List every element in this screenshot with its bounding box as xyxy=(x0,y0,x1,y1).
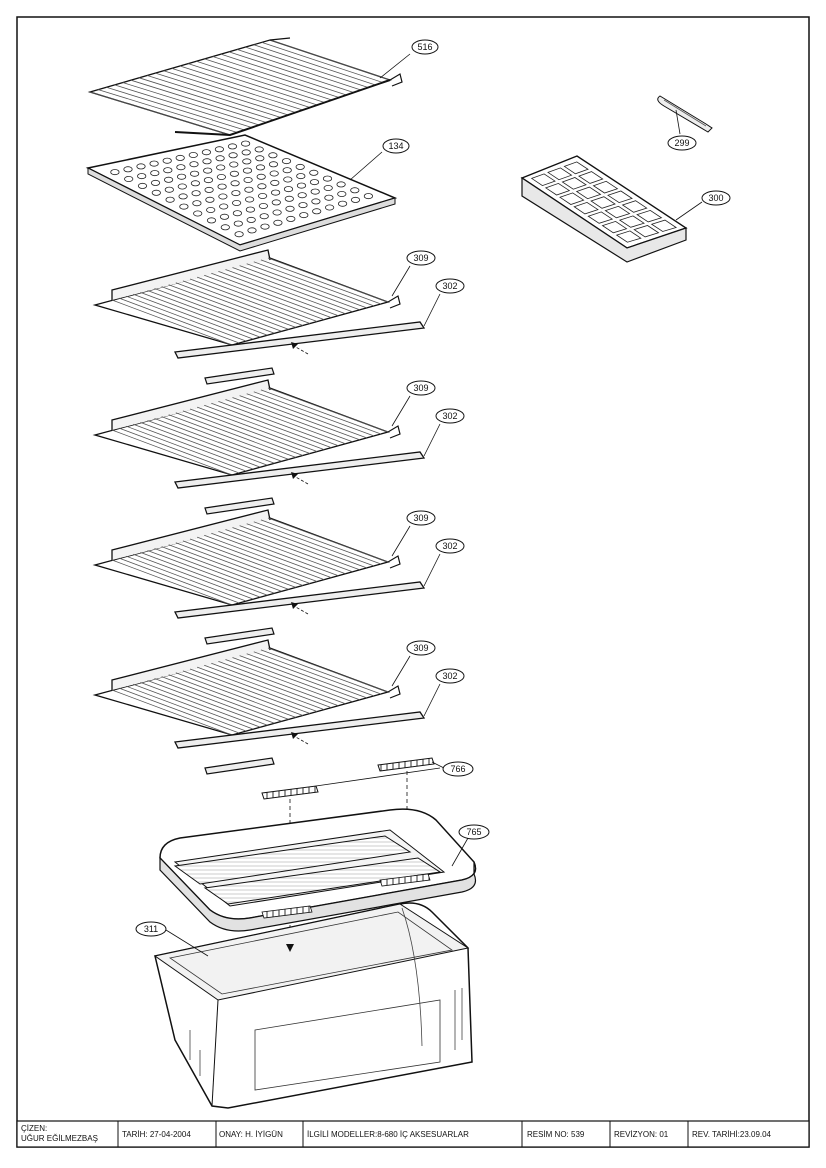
drawn-by-label: ÇİZEN: xyxy=(21,1124,47,1133)
drawn-by-name: UĞUR EĞİLMEZBAŞ xyxy=(21,1134,98,1143)
glass-shelf-group: 309 302 309 302 309 302 309 302 xyxy=(92,249,465,775)
part-label-516: 516 xyxy=(417,42,432,52)
date-field: TARİH: 27-04-2004 xyxy=(122,1130,191,1139)
part-label-300: 300 xyxy=(708,193,723,203)
shelf-assembly-2: 309 302 xyxy=(92,379,465,515)
shelf-assembly-4: 309 302 xyxy=(92,639,465,775)
approved-field: ONAY: H. İYİGÜN xyxy=(219,1130,283,1139)
part-label-134: 134 xyxy=(388,141,403,151)
part-label-766: 766 xyxy=(450,764,465,774)
perforated-plate-134: 134 xyxy=(85,134,410,252)
part-label-311: 311 xyxy=(144,924,158,934)
crisper-cover-765: 765 xyxy=(159,808,490,932)
part-label-309: 309 xyxy=(413,513,428,523)
wire-shelf-516: 516 xyxy=(87,37,439,137)
part-label-299: 299 xyxy=(674,138,689,148)
part-label-765: 765 xyxy=(466,827,481,837)
part-label-302: 302 xyxy=(442,411,457,421)
ice-tray-300: 300 xyxy=(520,155,731,263)
bracket-299: 299 xyxy=(657,95,713,151)
shelf-assembly-1: 309 302 xyxy=(92,249,465,385)
part-label-302: 302 xyxy=(442,671,457,681)
models-field: İLGİLİ MODELLER:8-680 İÇ AKSESUARLAR xyxy=(307,1130,469,1139)
part-label-309: 309 xyxy=(413,253,428,263)
part-label-309: 309 xyxy=(413,643,428,653)
title-block: ÇİZEN: UĞUR EĞİLMEZBAŞ TARİH: 27-04-2004… xyxy=(16,1120,810,1148)
part-label-302: 302 xyxy=(442,281,457,291)
part-label-309: 309 xyxy=(413,383,428,393)
drawing-number-field: RESİM NO: 539 xyxy=(527,1130,585,1139)
vent-grille-766: 766 xyxy=(261,757,474,950)
revision-date-field: REV. TARİHİ:23.09.04 xyxy=(692,1130,772,1139)
crisper-drawer-311: 311 xyxy=(135,902,473,1109)
part-label-302: 302 xyxy=(442,541,457,551)
revision-field: REVİZYON: 01 xyxy=(614,1130,669,1139)
shelf-assembly-3: 309 302 xyxy=(92,509,465,645)
